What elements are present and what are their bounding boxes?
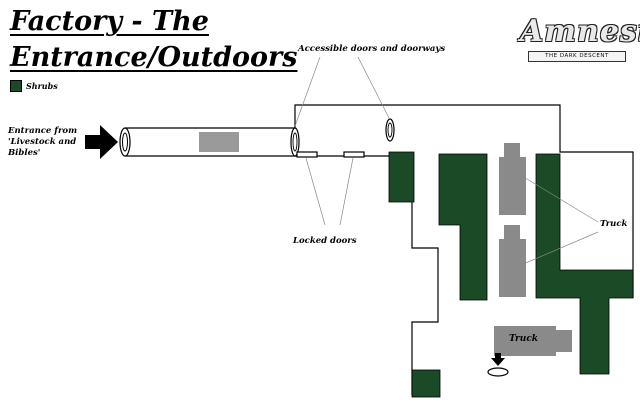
legend-shrub-swatch [10,80,22,92]
accessible-door-corridor [290,127,300,157]
arrow-right-icon [85,125,118,159]
logo-subtitle: THE DARK DESCENT [528,51,626,62]
shrub-left-column [438,153,488,301]
logo-word: Amnesia [520,14,640,49]
accessible-doors [290,118,509,377]
truck-label-bottom: Truck [509,334,539,344]
locked-doors-label: Locked doors [293,236,357,246]
entrance-label: Entrance from 'Livestock and Bibles' [8,126,77,159]
entrance-label-line-2: 'Livestock and [8,137,77,147]
truck-lower-body [499,239,526,297]
floor-grating [199,132,239,152]
legend: Shrubs [10,80,58,92]
truck-label-right: Truck [600,219,628,229]
truck-bottom-cab [556,330,572,352]
entrance-label-line-3: Bibles' [8,148,41,158]
truck-bottom-body [494,326,556,356]
page-title-line-2: Entrance/Outdoors [10,42,298,73]
amnesia-logo: Amnesia THE DARK DESCENT [520,14,640,66]
truck-upper-body [499,157,526,215]
accessible-doors-label: Accessible doors and doorways [298,44,446,54]
page-title-line-1: Factory - The [10,6,209,37]
truck-upper-cab [504,143,520,157]
shrub-right-column [535,153,634,375]
truck-lower-cab [504,225,520,239]
locked-door-2 [343,151,365,158]
arrow-down-icon [491,353,505,366]
accessible-door-south [487,367,509,377]
shrub-west [388,151,415,203]
locked-door-1 [296,151,318,158]
entrance-corridor [119,127,295,157]
shrubs [388,151,634,398]
locked-doors [296,151,365,158]
legend-shrub-label: Shrubs [26,81,58,91]
accessible-door-upper [385,118,395,142]
shrub-south [411,369,441,398]
pointer-lines [294,56,599,269]
trucks [494,143,572,356]
entrance-label-line-1: Entrance from [8,126,78,136]
